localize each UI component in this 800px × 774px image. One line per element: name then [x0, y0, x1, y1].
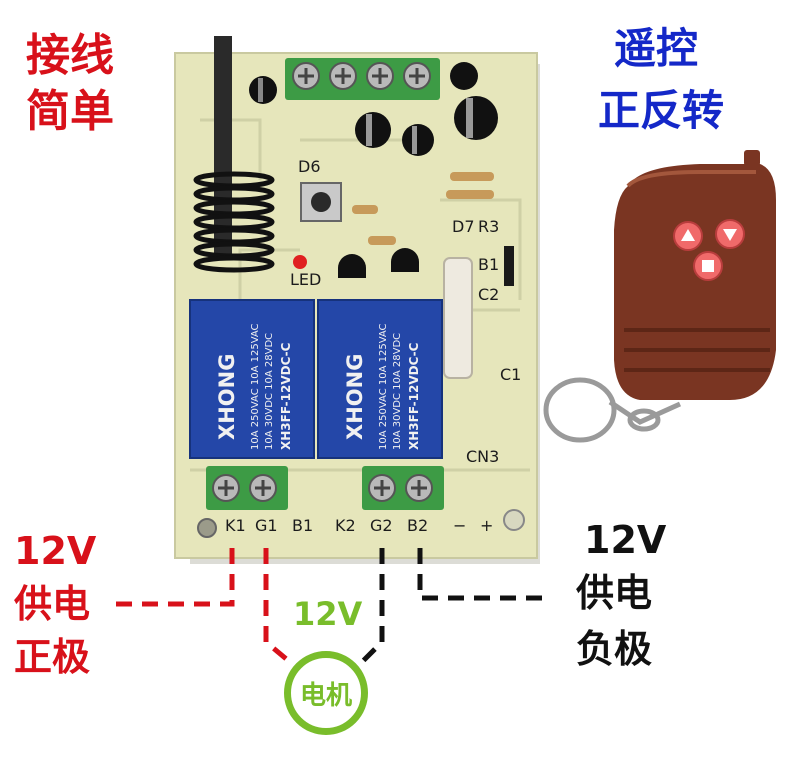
svg-text:XHONG: XHONG	[215, 354, 239, 440]
svg-text:10A 30VDC 10A 28VDC: 10A 30VDC 10A 28VDC	[264, 333, 275, 450]
terminal-labels: K1 G1 B1 K2 G2 B2 − +	[225, 516, 493, 535]
supply-positive-pole: 正极	[14, 635, 91, 679]
led-red	[293, 255, 307, 269]
supply-positive-label: 供电	[14, 582, 91, 626]
transistors	[338, 248, 419, 278]
svg-text:10A 30VDC 10A 28VDC: 10A 30VDC 10A 28VDC	[392, 333, 403, 450]
supply-negative-label: 供电	[576, 571, 653, 615]
remote-buttons	[673, 219, 745, 281]
led-label: LED	[290, 270, 321, 289]
svg-text:D7: D7	[452, 217, 475, 236]
svg-text:10A 250VAC 10A 125VAC: 10A 250VAC 10A 125VAC	[250, 323, 261, 450]
svg-text:C2: C2	[478, 285, 499, 304]
svg-text:XH3FF-12VDC-C: XH3FF-12VDC-C	[407, 342, 421, 450]
resistors	[352, 172, 494, 245]
terminal-block-right	[362, 466, 444, 510]
title-left-line2: 简单	[26, 86, 114, 137]
supply-positive-voltage: 12V	[14, 529, 97, 573]
terminal-label-k2: K2	[335, 516, 356, 535]
svg-text:B1: B1	[478, 255, 499, 274]
motor-label: 电机	[299, 680, 352, 711]
silkscreen-labels: R3 R1 B1 D7 C1 C2 D6 CN3	[298, 157, 521, 466]
svg-text:10A 250VAC 10A 125VAC: 10A 250VAC 10A 125VAC	[378, 323, 389, 450]
mounting-hole-right	[503, 509, 525, 531]
wiring-negative	[360, 548, 548, 664]
motor-circle: 电机	[284, 651, 368, 735]
svg-text:D6: D6	[298, 157, 321, 176]
push-button	[300, 182, 342, 222]
mounting-hole-left	[197, 518, 217, 538]
capacitors	[249, 62, 498, 156]
supply-negative-pole: 负极	[576, 627, 653, 671]
supply-negative-voltage: 12V	[584, 518, 667, 562]
terminal-label-b1: B1	[292, 516, 313, 535]
title-left-line1: 接线	[26, 30, 114, 81]
title-right-line2: 正反转	[598, 86, 725, 135]
svg-text:XHONG: XHONG	[343, 354, 367, 440]
terminal-label-g1: G1	[255, 516, 278, 535]
terminal-block-top	[285, 58, 440, 100]
svg-text:R3: R3	[478, 217, 499, 236]
svg-text:CN3: CN3	[466, 447, 499, 466]
remote-control	[543, 150, 776, 443]
relay-2: XHONG 10A 250VAC 10A 125VAC 10A 30VDC 10…	[317, 299, 443, 459]
power-resistor	[443, 257, 473, 379]
diode	[504, 246, 514, 286]
wiring-positive	[112, 548, 292, 664]
terminal-label-g2: G2	[370, 516, 393, 535]
title-right-line1: 遥控	[614, 24, 699, 73]
motor-voltage: 12V	[293, 595, 363, 633]
antenna-coil	[193, 36, 275, 273]
terminal-label-k1: K1	[225, 516, 246, 535]
svg-text:XH3FF-12VDC-C: XH3FF-12VDC-C	[279, 342, 293, 450]
terminal-label-plus: +	[480, 516, 493, 535]
terminal-label-b2: B2	[407, 516, 428, 535]
terminal-block-left	[206, 466, 288, 510]
terminal-label-minus: −	[453, 516, 466, 535]
relay-1: XHONG 10A 250VAC 10A 125VAC 10A 30VDC 10…	[189, 299, 315, 459]
svg-text:C1: C1	[500, 365, 521, 384]
